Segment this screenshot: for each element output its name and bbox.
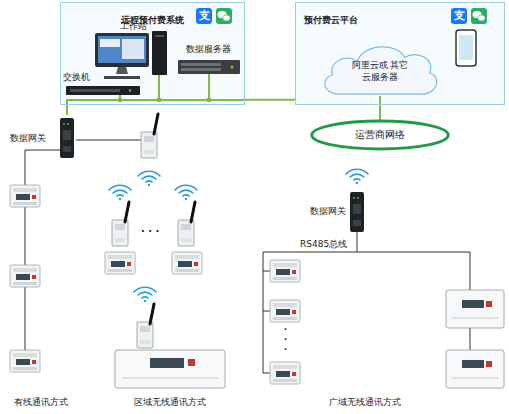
meter-cabinet: [446, 290, 504, 328]
wireless-module: [178, 202, 195, 246]
energy-meter: [105, 252, 135, 274]
mode-caption: 广域无线通讯方式: [329, 397, 401, 408]
wechat-icon: [471, 8, 487, 24]
network-link: [245, 99, 295, 101]
system-wiring: [67, 74, 245, 105]
network-switch: [70, 89, 120, 92]
mode-caption: 区域无线通讯方式: [134, 397, 206, 408]
energy-meter: [10, 265, 40, 287]
workstation-computer: [104, 76, 140, 79]
device-label: 数据服务器: [186, 44, 231, 55]
workstation-computer: [122, 39, 144, 59]
node-text: 数据网关: [310, 206, 346, 217]
bus-wire: [25, 140, 141, 350]
system-wiring: [157, 98, 161, 102]
device-label: 工作站: [120, 21, 147, 32]
mode-caption: 有线通讯方式: [14, 397, 68, 408]
panel-fill: [60, 2, 245, 105]
bus-label: RS485总线: [300, 239, 347, 250]
mobile-phone: [456, 30, 476, 66]
energy-meter: [172, 252, 202, 274]
network-switch: [129, 89, 131, 91]
wireless-module: [137, 304, 154, 348]
panel-fill: [60, 2, 505, 105]
data-server: [178, 60, 240, 74]
wireless-signal: [175, 185, 197, 200]
workstation-computer: [95, 31, 167, 79]
payment-icon: 支: [196, 8, 212, 24]
wireless-signal: [134, 287, 156, 302]
cloud-platform-panel: 阿里云或 其它云服务器 预付费云平台: [295, 2, 505, 105]
node-text: 运营商网络: [355, 129, 405, 142]
gateway-label: 数据网关: [308, 192, 366, 232]
wechat-icon: [478, 15, 486, 21]
wireless-signal: [109, 185, 131, 200]
data-server: [178, 60, 240, 74]
gateway-label: 数据网关: [8, 115, 78, 162]
carrier-network-ellipse: 运营商网络: [310, 120, 450, 150]
node-text: 阿里云或 其它云服务器: [349, 60, 411, 83]
energy-meter: [270, 362, 300, 384]
cloud-shape: 阿里云或 其它云服务器: [318, 38, 442, 96]
meter-cabinet: [150, 358, 184, 368]
wechat-icon: [216, 8, 232, 24]
workstation-computer: [116, 67, 128, 74]
data-server: [181, 63, 221, 66]
data-server: [181, 68, 221, 71]
cloud-outline: [325, 47, 437, 94]
alipay-icon: [196, 8, 212, 24]
wireless-module: [112, 202, 129, 246]
meter-cabinet: [446, 350, 504, 388]
node-text: 预付费云平台: [304, 15, 358, 26]
energy-meter: [270, 300, 300, 322]
workstation-computer: [152, 31, 167, 75]
gateway-device: [350, 192, 364, 232]
alipay-icon: [451, 8, 467, 24]
device-label: 交换机: [63, 72, 90, 83]
workstation-computer: [100, 39, 120, 47]
meter-cabinet: [115, 290, 504, 388]
network-link: [66, 105, 68, 115]
ellipsis: · · ·: [281, 325, 290, 355]
ellipse-outline: [312, 121, 449, 149]
wireless-module: [112, 114, 195, 348]
node-text: 数据网关: [10, 133, 46, 144]
wireless-signal: [138, 171, 160, 186]
workstation-computer: [98, 36, 146, 63]
ellipsis: · · ·: [141, 226, 159, 239]
energy-meter: [270, 260, 300, 282]
network-switch: [66, 86, 140, 95]
payment-icon: 支: [451, 8, 467, 24]
wireless-signal: [346, 169, 368, 184]
wireless-module: [141, 114, 158, 158]
panel-fill: [295, 2, 505, 105]
meter-cabinet: [188, 359, 195, 366]
mobile-phone: [459, 35, 473, 60]
wechat-icon: [223, 15, 231, 21]
network-link: [379, 96, 381, 120]
workstation-computer: [155, 35, 164, 37]
wireless-signal: [109, 169, 368, 302]
system-wiring: [207, 98, 211, 102]
bus-wire: [25, 140, 470, 373]
system-wiring: [118, 98, 122, 102]
workstation-computer: [95, 33, 149, 67]
meter-cabinet: [122, 378, 218, 379]
bus-wire: [263, 232, 470, 373]
gateway-device: [60, 118, 74, 158]
mobile-phone: [456, 30, 476, 66]
energy-meter: [10, 185, 40, 207]
network-switch: [66, 86, 140, 95]
energy-meter: [10, 350, 40, 372]
meter-cabinet: [115, 350, 225, 388]
data-server: [231, 66, 234, 69]
system-wiring: [67, 74, 245, 105]
